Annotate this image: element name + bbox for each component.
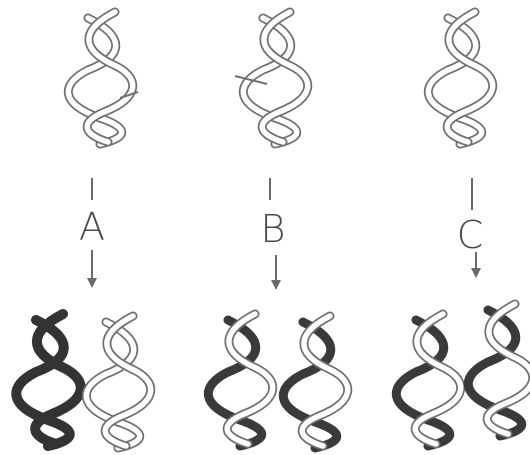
offspring-b-left: [208, 314, 272, 446]
label-b: B: [261, 207, 286, 251]
label-c: C: [457, 213, 484, 257]
parent-helix-c: [428, 12, 492, 144]
offspring-c-left: [396, 314, 460, 446]
offspring-c-right: [468, 304, 530, 436]
arrow-down-icon: [271, 280, 281, 290]
offspring-a-left: [16, 314, 80, 446]
parent-helix-b: [235, 12, 308, 144]
offspring-a-right: [86, 316, 150, 448]
parent-helix-a: [68, 12, 138, 144]
offspring-b-right: [283, 316, 347, 448]
label-a: A: [79, 205, 105, 249]
arrow-down-icon: [87, 278, 97, 288]
arrow-down-icon: [471, 268, 481, 278]
